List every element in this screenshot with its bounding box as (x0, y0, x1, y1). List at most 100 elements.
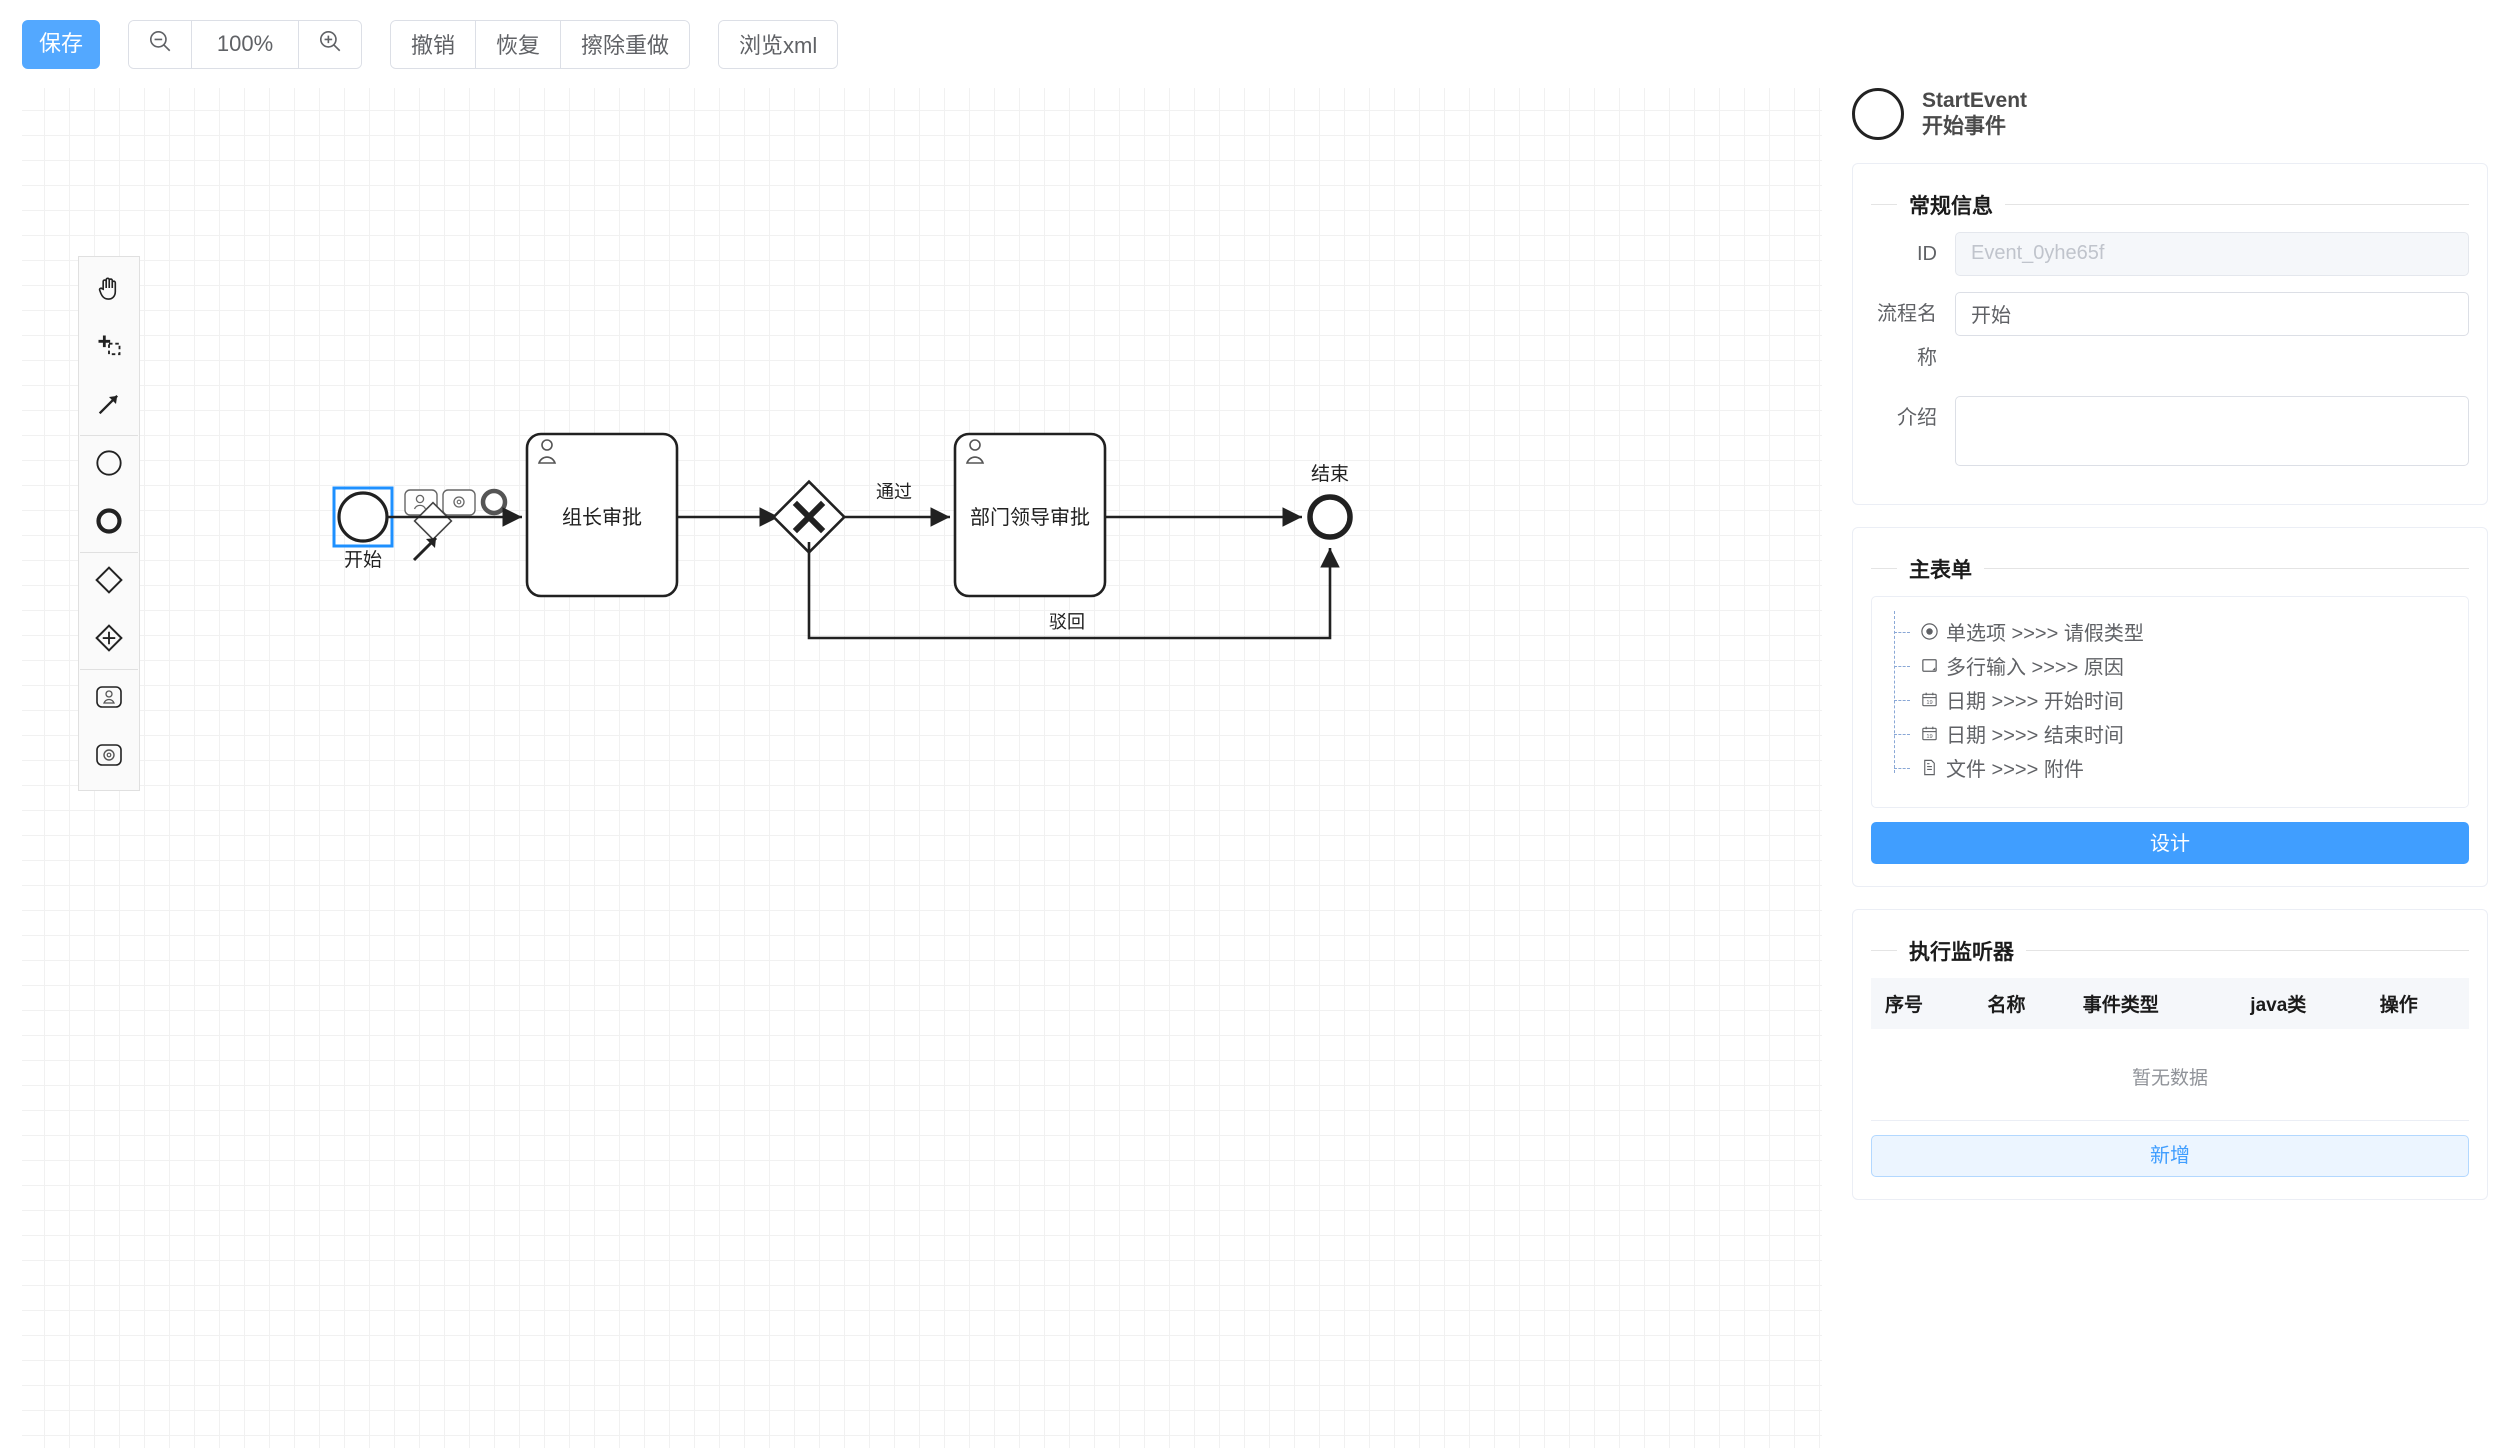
clear-redo-button[interactable]: 擦除重做 (561, 20, 690, 68)
start-event-icon (95, 449, 123, 482)
append-gateway-icon[interactable] (413, 501, 453, 541)
palette-user-task[interactable] (80, 670, 138, 728)
undo-button[interactable]: 撤销 (391, 20, 477, 68)
diagram-node-end[interactable]: 结束 (1307, 463, 1353, 540)
legend-line-right (2005, 204, 2469, 205)
palette-divider (80, 669, 138, 670)
form-tree-item[interactable]: 文件 >>>> 附件 (1894, 751, 2454, 785)
main-form-tree: 单选项 >>>> 请假类型 多行输入 >>>> 原因 (1871, 595, 2469, 808)
process-name-input[interactable] (1955, 291, 2469, 336)
main-form-legend: 主表单 (1871, 554, 2469, 584)
main-form-card: 主表单 单选项 >>>> 请假类型 (1852, 526, 2488, 887)
main-form-title: 主表单 (1909, 558, 1972, 582)
diagram-node-gateway[interactable] (771, 479, 847, 555)
listener-empty-text: 暂无数据 (1871, 1029, 2469, 1121)
execution-listener-card: 执行监听器 序号 名称 事件类型 java类 操作 暂无数据 新增 (1852, 908, 2488, 1200)
form-tree-item[interactable]: 19 日期 >>>> 结束时间 (1894, 717, 2454, 751)
zoom-in-icon (317, 28, 343, 60)
palette-start-event[interactable] (80, 436, 138, 494)
date-icon: 19 (1916, 723, 1942, 745)
diagram-label-start: 开始 (344, 549, 382, 571)
palette-gateway-parallel[interactable] (80, 611, 138, 669)
diagram-node-task2[interactable]: 部门领导审批 (953, 432, 1107, 598)
append-end-event-icon[interactable] (480, 488, 508, 516)
form-tree-item[interactable]: 多行输入 >>>> 原因 (1894, 649, 2454, 683)
user-task-marker-icon (537, 439, 557, 464)
id-field-row: ID (1871, 231, 2469, 276)
date-icon: 19 (1916, 689, 1942, 711)
append-service-task-icon[interactable] (442, 489, 476, 516)
gateway-icon (94, 565, 124, 600)
legend-line-left (1871, 950, 1897, 951)
diagram-node-start[interactable]: 开始 (332, 486, 394, 571)
diagram-flow-label-pass: 通过 (876, 482, 912, 502)
file-icon (1916, 757, 1942, 779)
form-tree-item[interactable]: 19 日期 >>>> 开始时间 (1894, 683, 2454, 717)
xml-control-group: 浏览xml (718, 19, 839, 69)
diagram-flow-label-reject: 驳回 (1049, 612, 1085, 632)
execution-listener-legend: 执行监听器 (1871, 936, 2469, 966)
column-header-java-class: java类 (2244, 977, 2374, 1029)
palette-divider (80, 552, 138, 553)
panel-header: StartEvent 开始事件 (1840, 0, 2500, 141)
palette-lasso-tool[interactable] (80, 319, 138, 377)
zoom-level-label: 100% (192, 20, 299, 68)
table-header-row: 序号 名称 事件类型 java类 操作 (1871, 977, 2469, 1029)
bpmn-canvas[interactable]: 开始 (22, 88, 1822, 1448)
element-type-label: StartEvent (1922, 89, 2028, 112)
listener-table-wrap: 序号 名称 事件类型 java类 操作 暂无数据 (1871, 977, 2469, 1121)
name-field-row: 流程名称 (1871, 291, 2469, 380)
desc-field-label: 介绍 (1897, 406, 1937, 429)
description-textarea[interactable] (1955, 395, 2469, 466)
legend-line-left (1871, 568, 1897, 569)
svg-text:19: 19 (1926, 700, 1932, 706)
execution-listener-title: 执行监听器 (1909, 940, 2014, 964)
zoom-in-button[interactable] (299, 20, 361, 68)
redo-button[interactable]: 恢复 (476, 20, 562, 68)
bpmn-diagram: 开始 (332, 432, 1353, 640)
form-tree-item-label: 日期 >>>> 结束时间 (1946, 725, 2124, 747)
form-tree-item[interactable]: 单选项 >>>> 请假类型 (1894, 615, 2454, 649)
form-tree-item-label: 多行输入 >>>> 原因 (1946, 657, 2124, 679)
general-info-card: 常规信息 ID 流程名称 介绍 (1852, 162, 2488, 505)
design-button[interactable]: 设计 (1871, 821, 2469, 864)
gateway-parallel-icon (94, 623, 124, 658)
canvas-grid (22, 88, 1822, 1448)
element-type-cn-label: 开始事件 (1922, 115, 2006, 139)
svg-text:19: 19 (1926, 734, 1932, 740)
zoom-out-icon (147, 28, 173, 60)
column-header-actions: 操作 (2373, 977, 2469, 1029)
palette-hand-tool[interactable] (80, 261, 138, 319)
id-field-label: ID (1917, 242, 1937, 265)
view-xml-button[interactable]: 浏览xml (719, 20, 838, 68)
palette-service-task[interactable] (80, 728, 138, 786)
hand-tool-icon (95, 274, 123, 307)
add-listener-button[interactable]: 新增 (1871, 1134, 2469, 1177)
radio-icon (1916, 621, 1942, 643)
user-task-marker-icon (965, 439, 985, 464)
palette-connect-tool[interactable] (80, 377, 138, 435)
diagram-node-task1[interactable]: 组长审批 (525, 432, 679, 598)
form-tree-item-label: 文件 >>>> 附件 (1946, 759, 2084, 781)
column-header-event-type: 事件类型 (2076, 977, 2245, 1029)
context-pad[interactable] (404, 488, 508, 562)
service-task-icon (93, 742, 125, 773)
zoom-control-group: 100% (128, 19, 362, 69)
legend-line-right (1984, 568, 2469, 569)
end-event-icon (95, 507, 123, 540)
diagram-label-end: 结束 (1311, 463, 1349, 485)
zoom-out-button[interactable] (129, 20, 192, 68)
save-button[interactable]: 保存 (22, 19, 100, 69)
diagram-label-task2: 部门领导审批 (970, 506, 1090, 529)
listener-table: 序号 名称 事件类型 java类 操作 (1871, 977, 2469, 1029)
lasso-tool-icon (95, 332, 123, 365)
form-tree-item-label: 日期 >>>> 开始时间 (1946, 691, 2124, 713)
general-info-title: 常规信息 (1909, 194, 1993, 218)
legend-line-left (1871, 204, 1897, 205)
properties-panel: StartEvent 开始事件 常规信息 ID 流程名称 介绍 主表单 (1840, 0, 2500, 1448)
id-input[interactable] (1955, 231, 2469, 276)
palette-end-event[interactable] (80, 494, 138, 552)
form-tree-item-label: 单选项 >>>> 请假类型 (1946, 623, 2144, 645)
desc-field-row: 介绍 (1871, 395, 2469, 466)
palette-gateway[interactable] (80, 553, 138, 611)
